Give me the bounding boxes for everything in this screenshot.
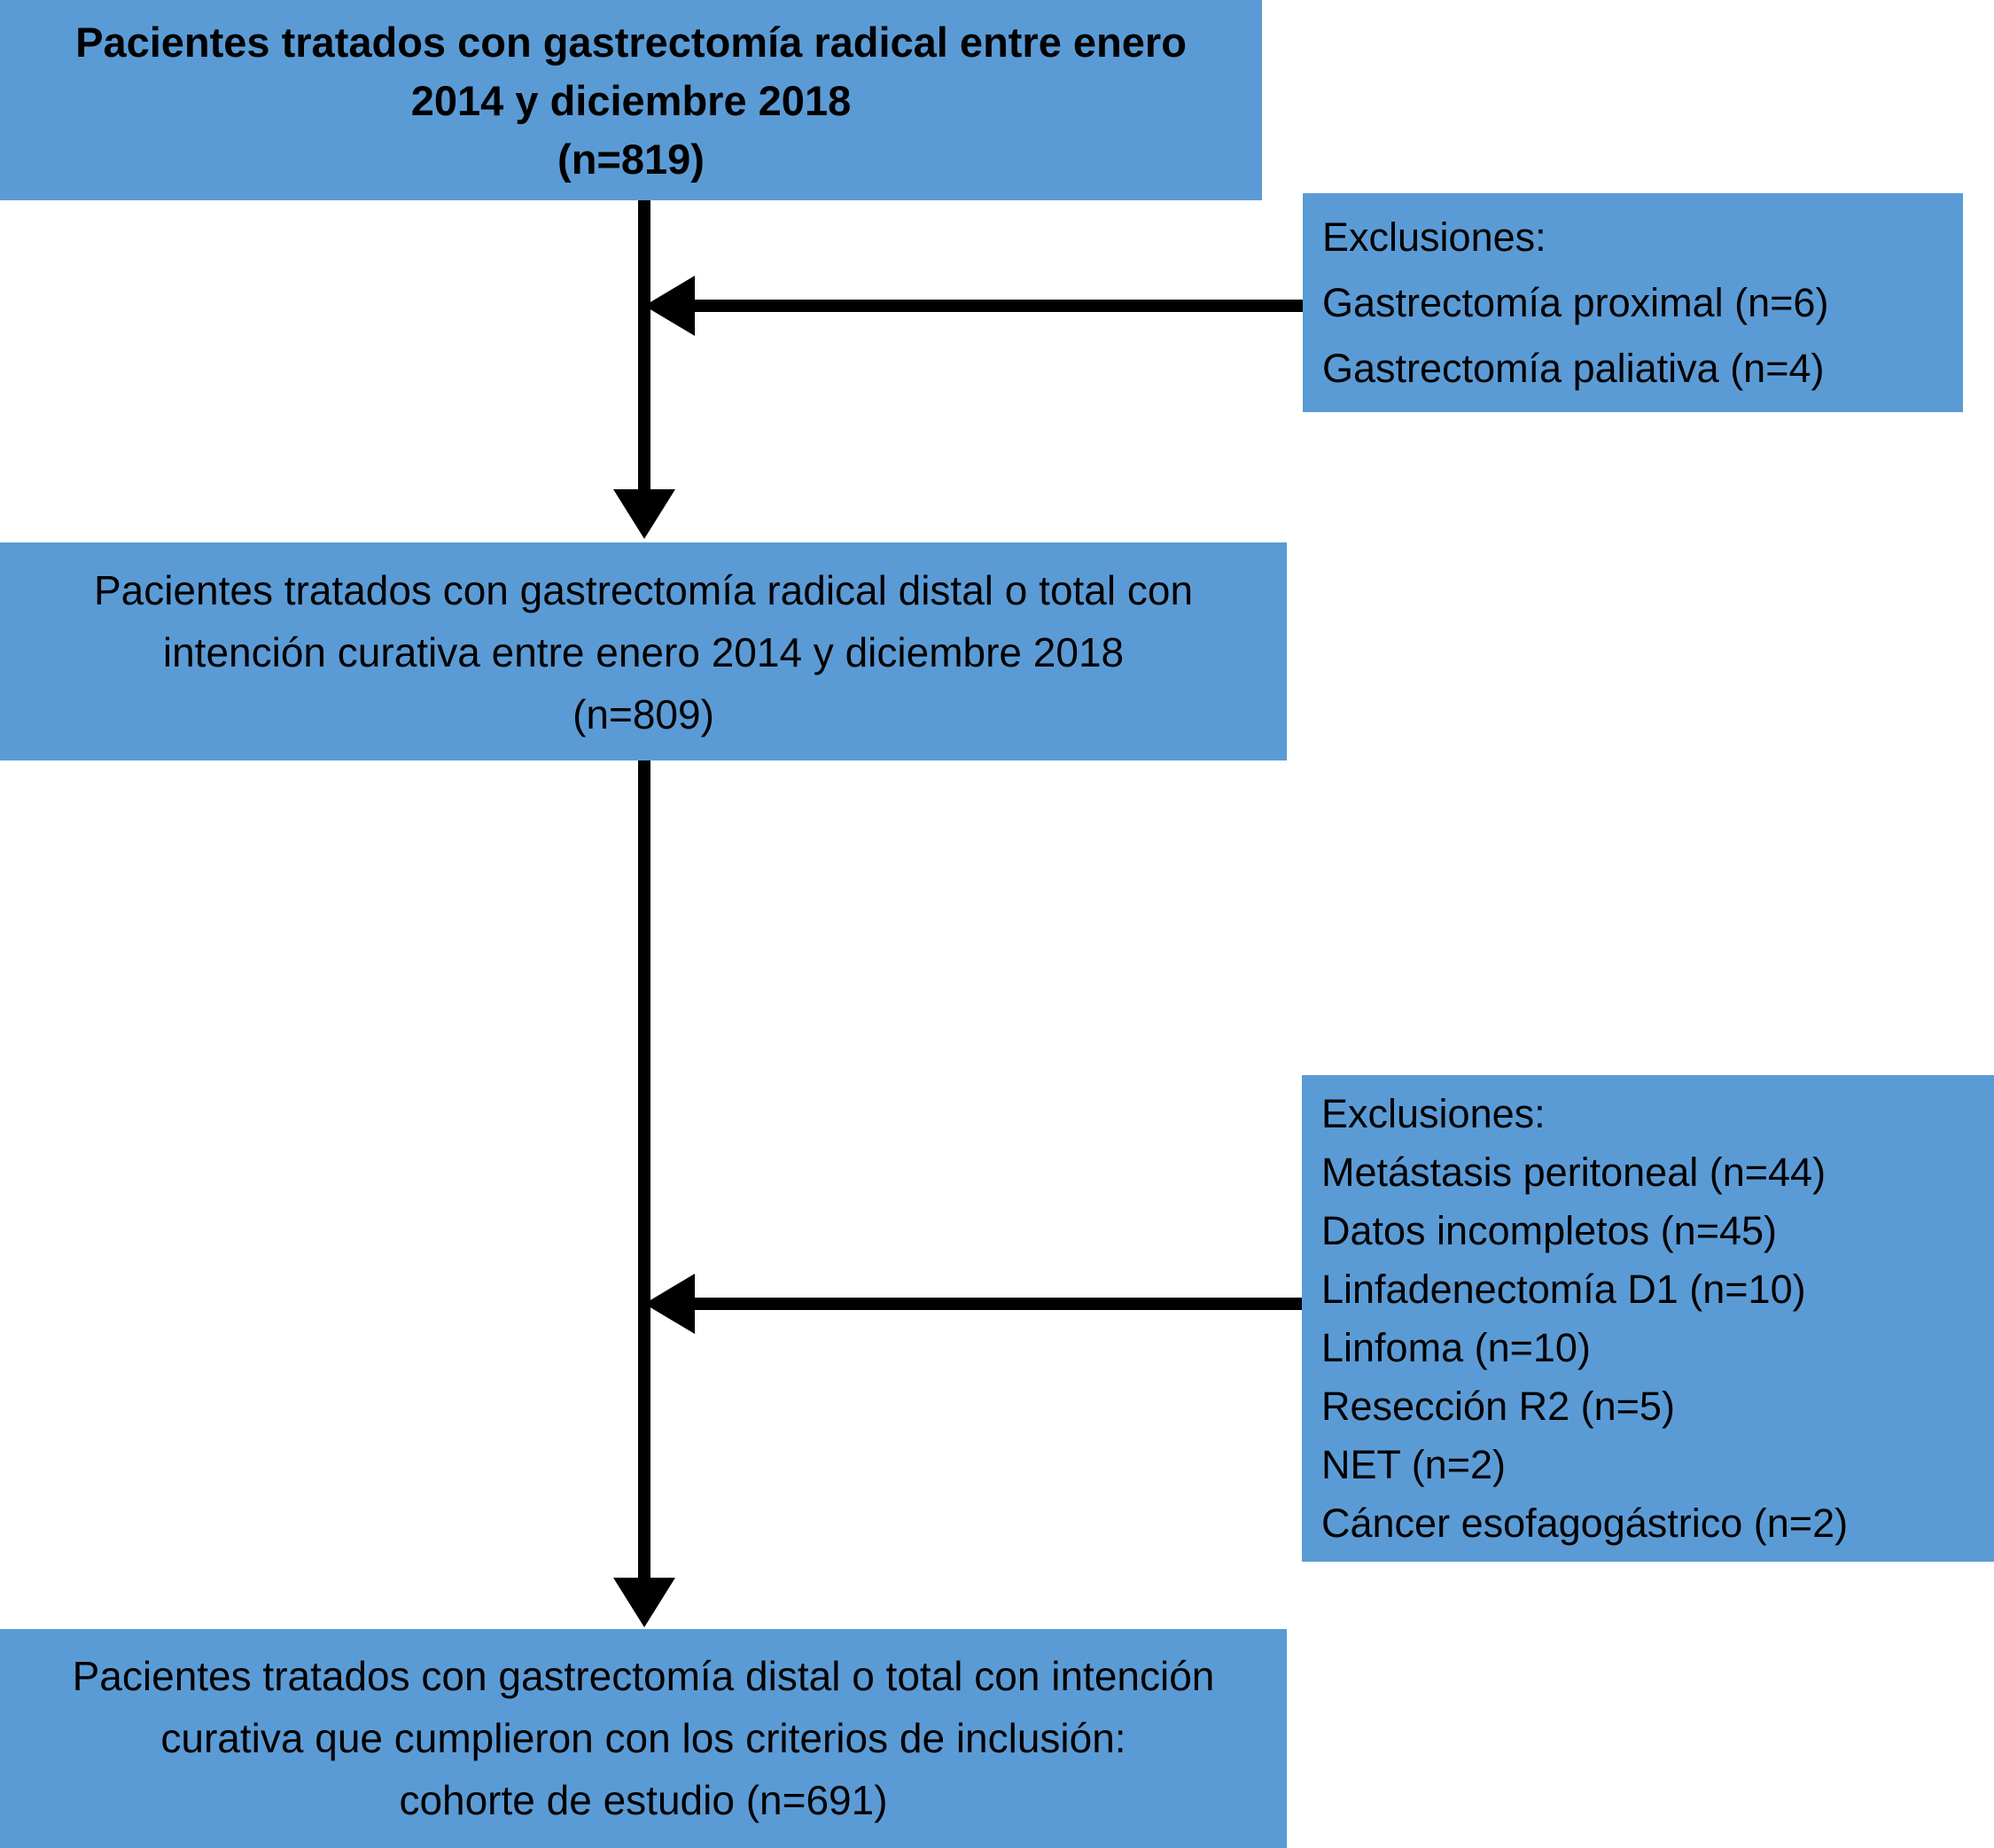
arrowhead-left-icon [644, 1274, 695, 1334]
node-study-cohort-line-3: cohorte de estudio (n=691) [399, 1776, 888, 1823]
exclusions-second-item-5: Resección R2 (n=5) [1321, 1383, 1675, 1429]
exclusions-first-heading: Exclusiones: [1322, 214, 1546, 260]
node-study-cohort-line-2: curativa que cumplieron con los criterio… [160, 1714, 1126, 1761]
node-eligible-cohort-line-2: intención curativa entre enero 2014 y di… [162, 629, 1125, 675]
node-eligible-cohort-line-3: (n=809) [572, 691, 714, 737]
exclusions-second-heading: Exclusiones: [1321, 1090, 1546, 1136]
node-eligible-cohort-line-1: Pacientes tratados con gastrectomía radi… [93, 567, 1194, 613]
node-source-cohort-line-3: (n=819) [557, 136, 705, 183]
exclusions-second-item-1: Metástasis peritoneal (n=44) [1321, 1149, 1827, 1195]
exclusions-second-item-2: Datos incompletos (n=45) [1321, 1207, 1778, 1253]
arrowhead-down-icon [613, 1578, 675, 1627]
exclusions-second-item-3: Linfadenectomía D1 (n=10) [1321, 1266, 1806, 1312]
exclusions-second-item-6: NET (n=2) [1321, 1441, 1506, 1487]
node-source-cohort-line-2: 2014 y diciembre 2018 [410, 77, 852, 124]
arrow-shaft-vertical [638, 760, 650, 1581]
node-eligible-cohort: Pacientes tratados con gastrectomía radi… [0, 542, 1287, 760]
node-source-cohort-line-1: Pacientes tratados con gastrectomía radi… [75, 19, 1187, 66]
exclusions-first-item-1: Gastrectomía proximal (n=6) [1322, 279, 1829, 325]
arrow-shaft-horizontal [670, 1298, 1302, 1310]
arrowhead-down-icon [613, 489, 675, 539]
exclusions-first-item-2: Gastrectomía paliativa (n=4) [1322, 345, 1825, 391]
arrow-shaft-horizontal [670, 300, 1303, 312]
exclusions-second-item-4: Linfoma (n=10) [1321, 1324, 1591, 1370]
arrow-shaft-vertical [638, 200, 650, 493]
node-study-cohort: Pacientes tratados con gastrectomía dist… [0, 1629, 1287, 1848]
node-study-cohort-line-1: Pacientes tratados con gastrectomía dist… [72, 1652, 1215, 1699]
exclusions-second-item-7: Cáncer esofagogástrico (n=2) [1321, 1500, 1849, 1546]
arrowhead-left-icon [644, 276, 695, 336]
node-source-cohort: Pacientes tratados con gastrectomía radi… [0, 0, 1262, 200]
node-exclusions-second: Exclusiones: Metástasis peritoneal (n=44… [1302, 1075, 1994, 1562]
node-exclusions-first: Exclusiones: Gastrectomía proximal (n=6)… [1303, 193, 1963, 412]
